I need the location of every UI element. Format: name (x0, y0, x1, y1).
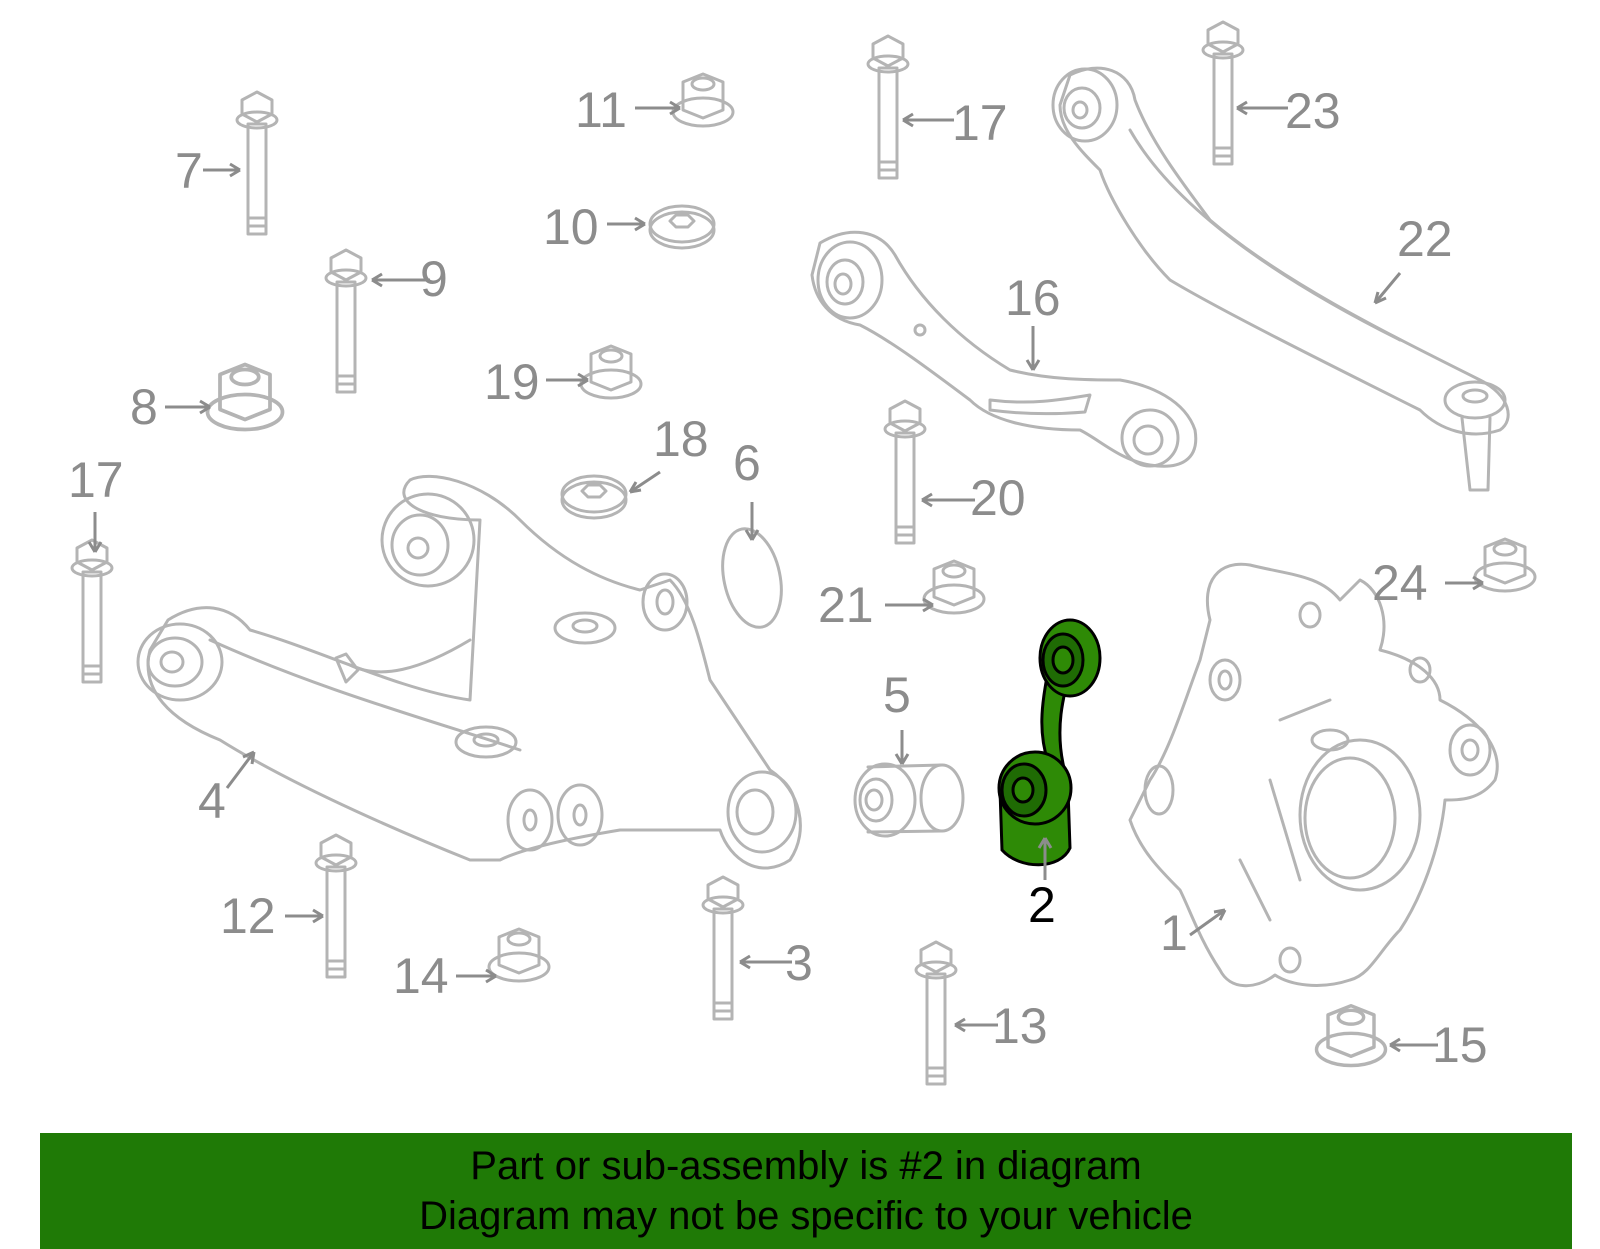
part-11-nut (671, 72, 735, 128)
callout-14: 14 (393, 948, 449, 1004)
callout-6: 6 (733, 435, 761, 491)
part-4-lower-control-arm (136, 474, 802, 870)
callout-9: 9 (420, 251, 448, 307)
part-9-bolt (324, 248, 368, 394)
banner-line-2: Diagram may not be specific to your vehi… (419, 1194, 1193, 1238)
part-12-bolt (314, 833, 358, 979)
callout-10: 10 (543, 199, 599, 255)
part-23-bolt (1201, 20, 1245, 166)
leader-lines (87, 100, 1484, 1053)
callout-22: 22 (1397, 211, 1453, 267)
callout-3: 3 (785, 935, 813, 991)
part-17-bolt-top (866, 34, 910, 180)
part-14-nut (487, 927, 551, 983)
part-15-nut (1314, 1003, 1388, 1068)
part-24-nut (1473, 537, 1537, 593)
callout-21: 21 (818, 577, 874, 633)
part-19-nut (579, 344, 643, 400)
callout-12: 12 (220, 888, 276, 944)
callout-8: 8 (130, 379, 158, 435)
callout-20: 20 (970, 470, 1026, 526)
callout-2: 2 (1028, 877, 1056, 933)
part-10-washer (648, 204, 716, 250)
part-13-bolt (914, 940, 958, 1086)
callout-24: 24 (1372, 555, 1428, 611)
callout-18: 18 (653, 411, 709, 467)
part-6-ring (721, 527, 783, 629)
part-16-control-arm (810, 230, 1198, 468)
banner-line-1: Part or sub-assembly is #2 in diagram (470, 1144, 1142, 1188)
callout-19: 19 (484, 354, 540, 410)
info-banner: Part or sub-assembly is #2 in diagram Di… (40, 1133, 1572, 1249)
callout-11: 11 (575, 82, 627, 138)
callout-labels: 7 9 11 10 19 8 17 17 23 22 16 18 6 20 21… (68, 82, 1488, 1073)
part-22-control-arm (1051, 66, 1510, 492)
part-5-bushing (853, 762, 965, 838)
part-18-washer (560, 474, 628, 520)
callout-13: 13 (992, 998, 1048, 1054)
part-8-nut (205, 362, 285, 432)
callout-1: 1 (1160, 905, 1188, 961)
part-2-stabilizer-link (997, 618, 1102, 867)
callout-17-top: 17 (952, 95, 1008, 151)
callout-17-left: 17 (68, 452, 124, 508)
part-1-knuckle (1128, 562, 1499, 988)
callout-7: 7 (175, 143, 203, 199)
part-20-bolt (883, 399, 927, 545)
callout-15: 15 (1432, 1017, 1488, 1073)
callout-16: 16 (1005, 270, 1061, 326)
callout-5: 5 (883, 667, 911, 723)
part-17-bolt-left (70, 538, 114, 684)
callout-4: 4 (198, 773, 226, 829)
callout-23: 23 (1285, 83, 1341, 139)
part-7-bolt (235, 90, 279, 236)
part-3-bolt (701, 875, 745, 1021)
